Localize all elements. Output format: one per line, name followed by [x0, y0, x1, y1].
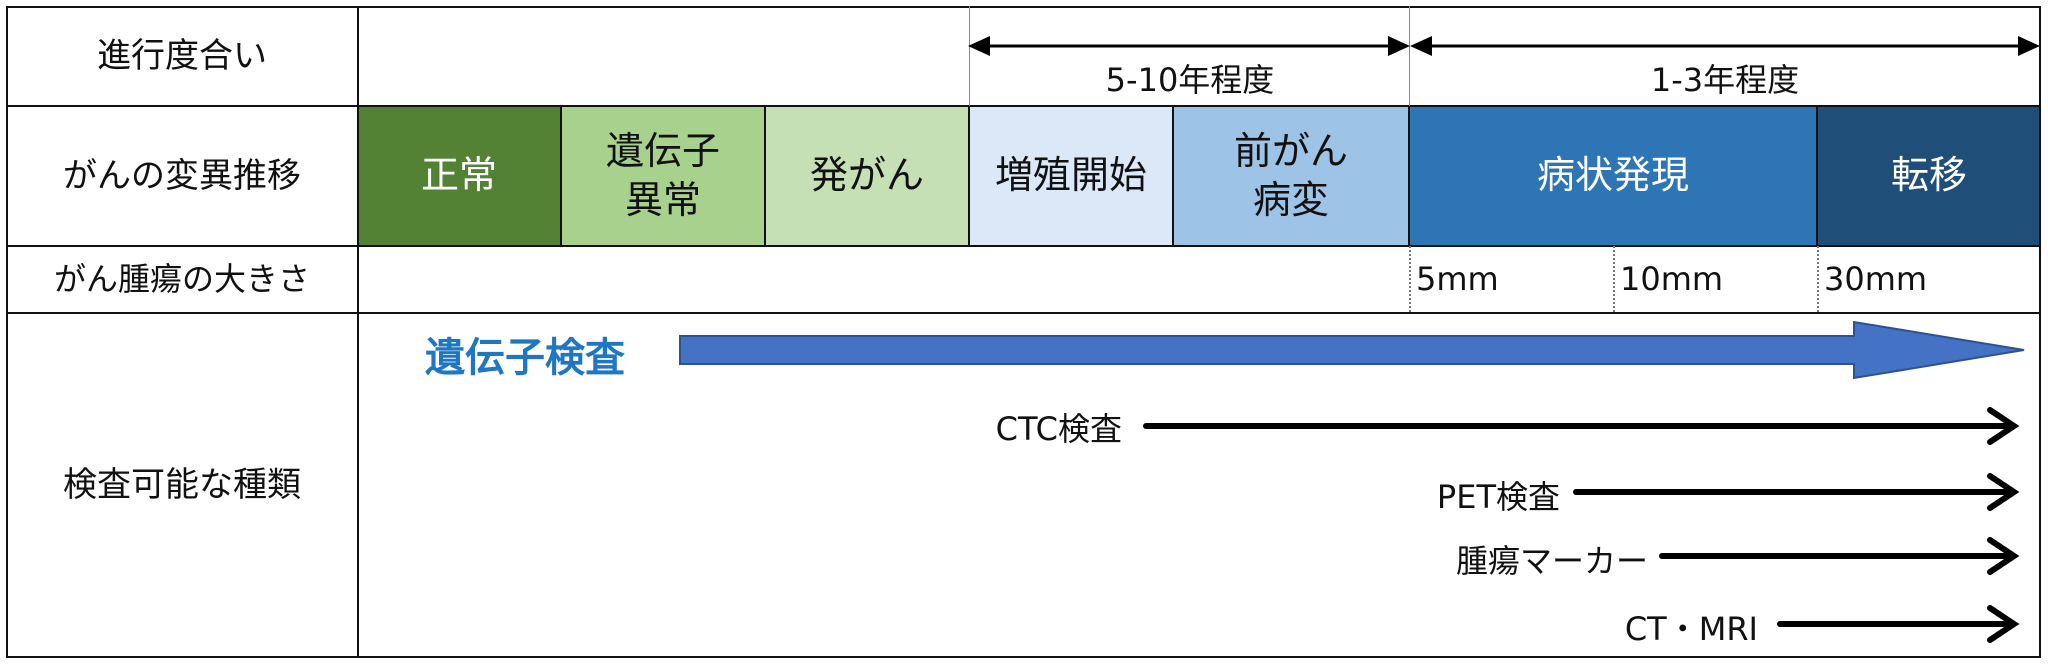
- row-label-methods: 検査可能な種類: [63, 465, 301, 506]
- border-left: [6, 6, 8, 658]
- border-label-col: [357, 6, 359, 658]
- pet-arrow: [1573, 473, 2020, 511]
- ctc-arrow: [1143, 407, 2020, 445]
- period-label-1-3: 1-3年程度: [1650, 61, 1800, 99]
- border-right: [2039, 6, 2041, 658]
- size-label-30mm: 30mm: [1824, 260, 1928, 298]
- border-row1: [6, 105, 2040, 107]
- size-label-5mm: 5mm: [1416, 260, 1499, 298]
- gene-test-arrow: [679, 320, 2025, 380]
- method-label-tumor-marker: 腫瘍マーカー: [1455, 542, 1648, 580]
- border-row2: [6, 245, 2040, 247]
- period-arrow-5-10: [968, 36, 1410, 56]
- border-bottom: [6, 656, 2040, 658]
- method-label-ctc: CTC検査: [995, 410, 1122, 448]
- ct-mri-arrow: [1777, 605, 2020, 643]
- row-label-transition: がんの変異推移: [63, 155, 301, 196]
- period-arrow-1-3: [1410, 36, 2040, 56]
- stage-carcinogenesis: 発がん: [766, 106, 970, 246]
- stage-symptoms: 病状発現: [1410, 106, 1818, 246]
- size-separator-3: [1817, 246, 1819, 312]
- size-separator-1: [1409, 246, 1411, 312]
- size-separator-2: [1613, 246, 1615, 312]
- period-separator-1: [969, 6, 970, 106]
- period-separator-2: [1409, 6, 1410, 106]
- period-label-5-10: 5-10年程度: [1105, 61, 1275, 99]
- method-label-pet: PET検査: [1436, 478, 1560, 516]
- border-row3: [6, 312, 2040, 314]
- stage-gene-abnormality: 遺伝子 異常: [562, 106, 766, 246]
- row-label-progress: 進行度合い: [97, 35, 267, 76]
- stage-normal: 正常: [358, 106, 562, 246]
- stage-metastasis: 転移: [1818, 106, 2040, 246]
- size-label-10mm: 10mm: [1620, 260, 1724, 298]
- row-label-size: がん腫瘍の大きさ: [53, 259, 310, 298]
- stage-proliferation: 増殖開始: [970, 106, 1174, 246]
- method-label-ct-mri: CT・MRI: [1624, 610, 1758, 648]
- stage-precancerous-lesion: 前がん 病変: [1174, 106, 1410, 246]
- method-label-gene-test: 遺伝子検査: [425, 335, 625, 381]
- border-top: [6, 6, 2040, 8]
- tumor-marker-arrow: [1659, 537, 2020, 575]
